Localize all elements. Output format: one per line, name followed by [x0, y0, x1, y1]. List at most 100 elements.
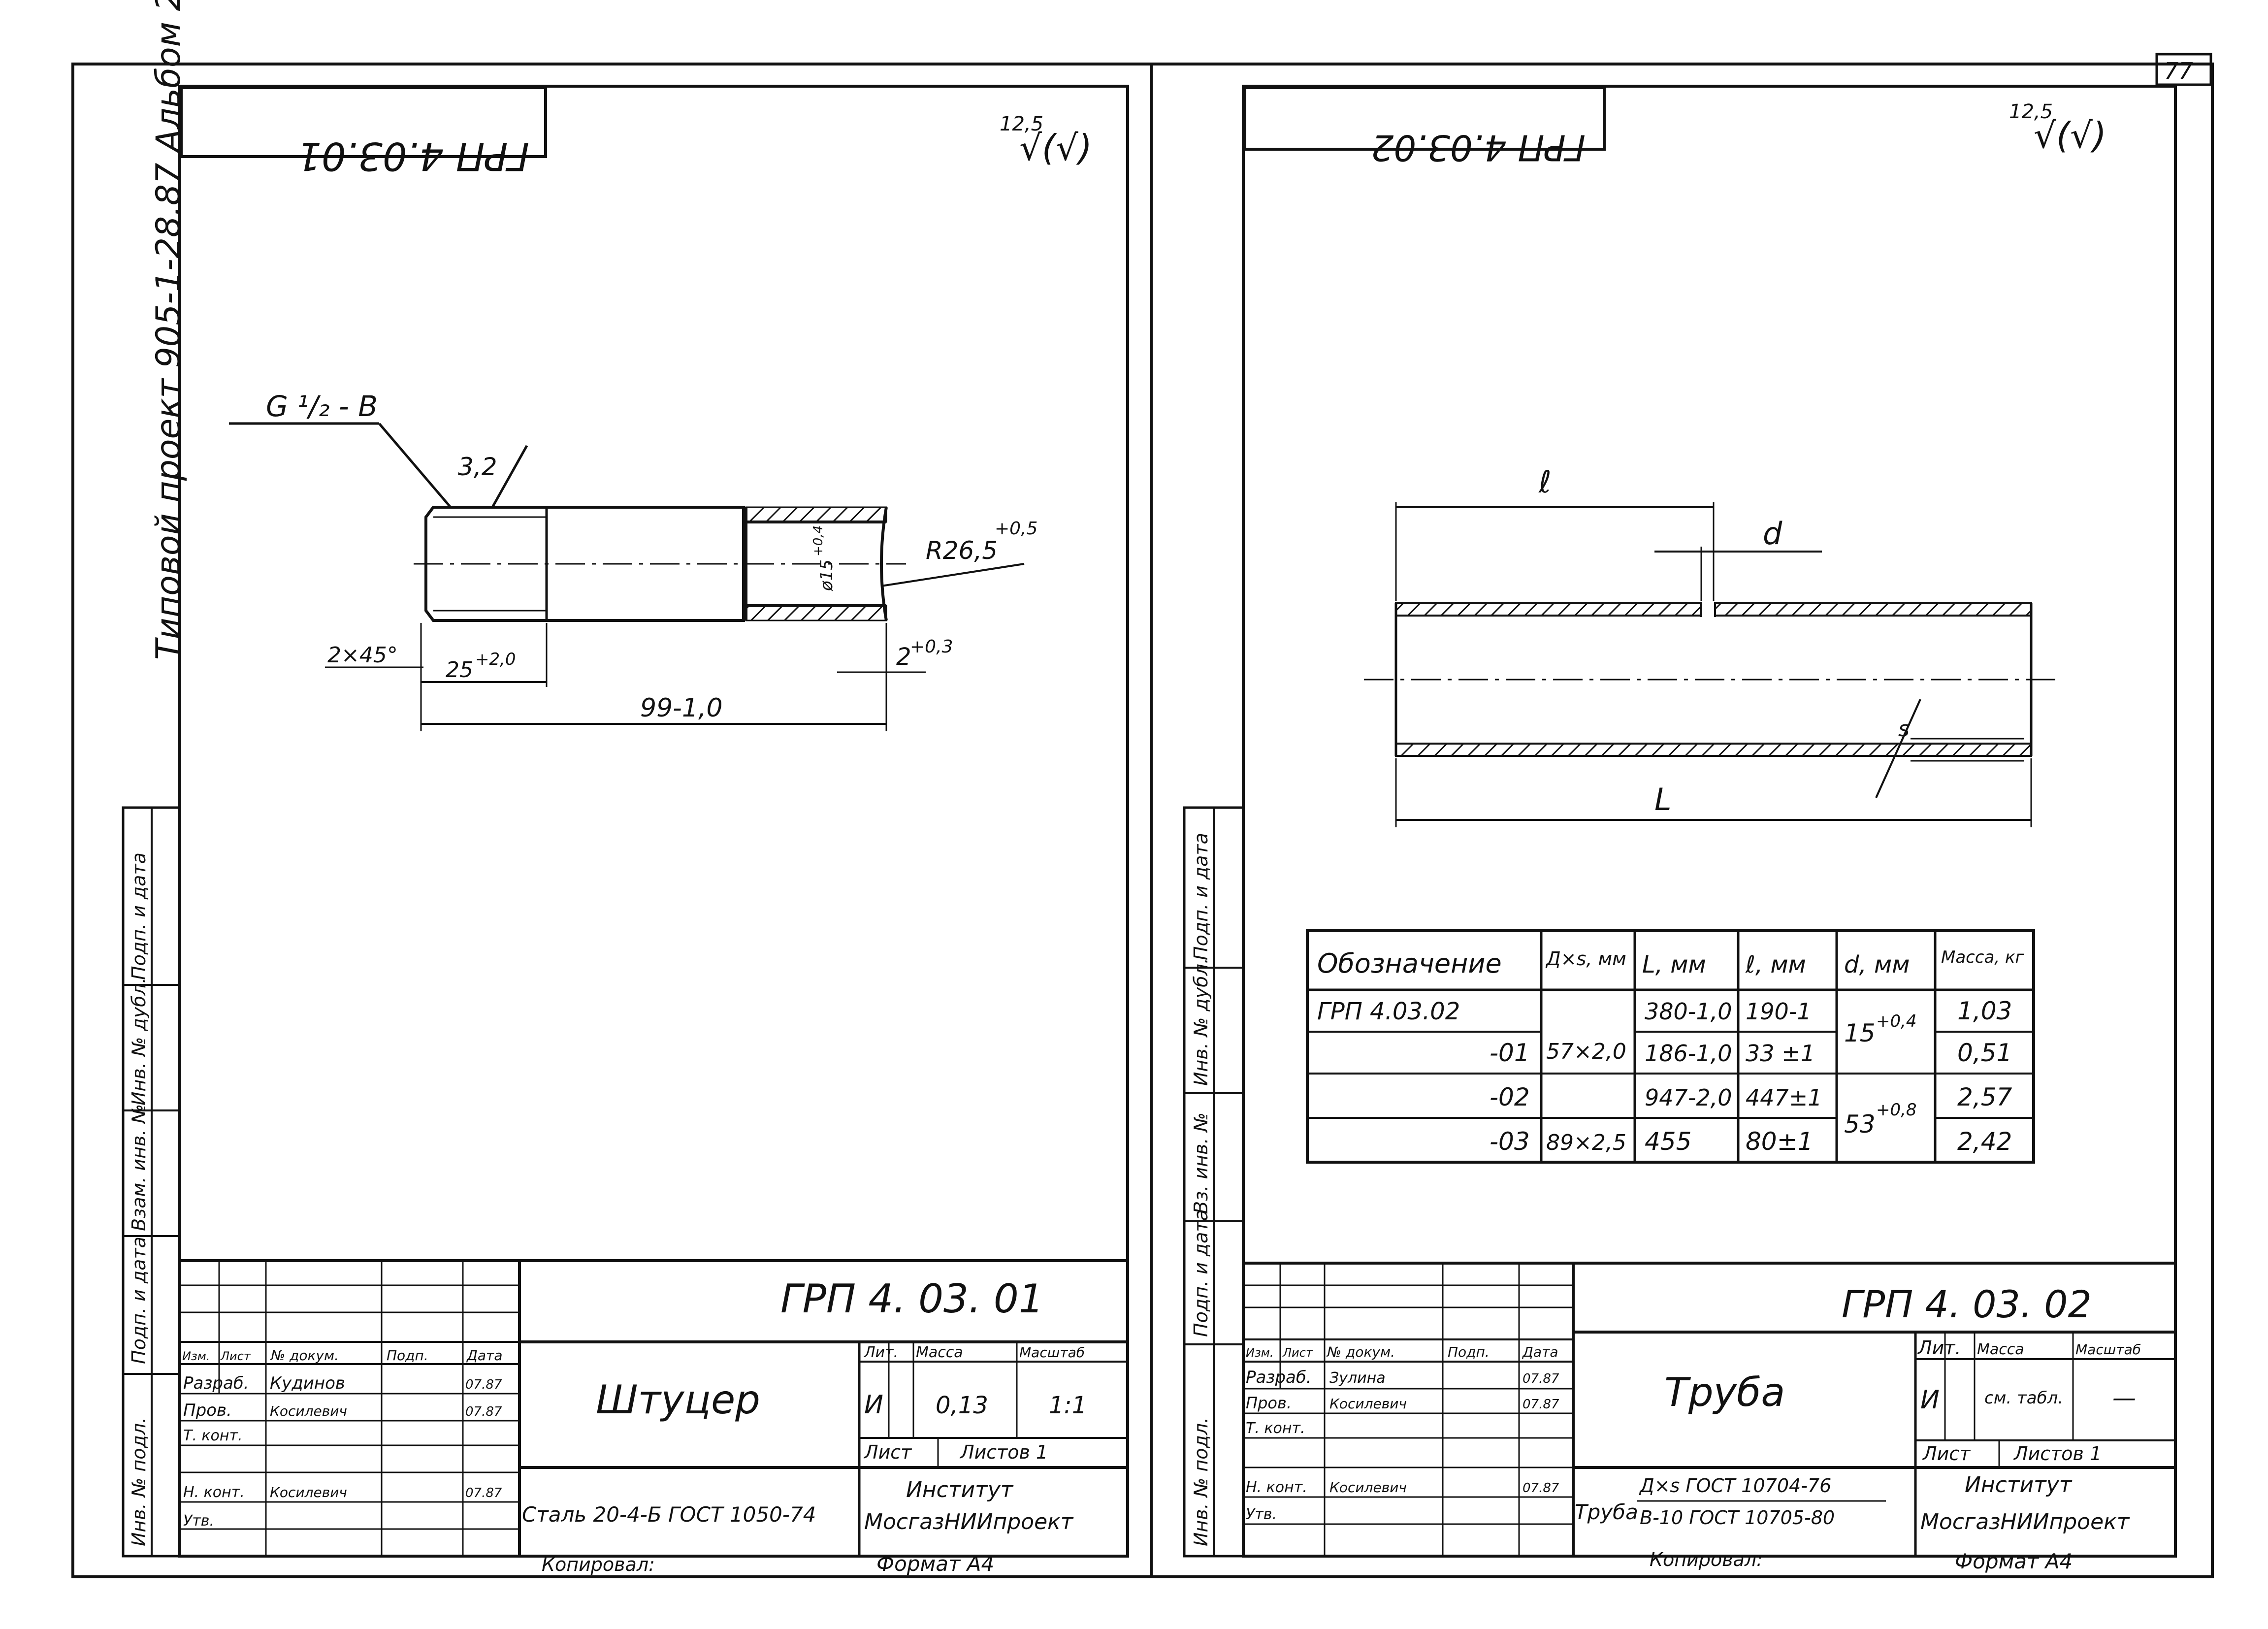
right-stamp-code: ГРП 4. 03. 02	[1842, 1282, 2092, 1326]
row-date: 07.87	[465, 1486, 502, 1500]
length-total: 99-1,0	[640, 693, 723, 723]
table-cell: 447±1	[1746, 1084, 1822, 1111]
side-label-vzam-inv: Взам. инв. №	[128, 1104, 150, 1231]
left-stamp-code: ГРП 4. 03. 01	[780, 1276, 1044, 1322]
col-date: Дата	[1522, 1344, 1558, 1360]
sheets-label: Листов 1	[2013, 1443, 2102, 1465]
thread-label: G ¹/₂ - B	[266, 390, 378, 423]
col-doc: № докум.	[1326, 1344, 1395, 1360]
table-header: Д×s, мм	[1545, 948, 1626, 970]
right-top-code-box	[1243, 86, 1606, 151]
sheet-number: 77	[2164, 58, 2193, 84]
table-cell: 33 ±1	[1746, 1040, 1815, 1067]
row-name: Косилевич	[270, 1484, 347, 1500]
pipe-drawing: ℓ d L s	[1364, 464, 2058, 827]
table-cell: -02	[1490, 1083, 1530, 1111]
row-role: Разраб.	[1246, 1368, 1312, 1387]
lit-value: И	[864, 1390, 883, 1420]
material-prefix: Труба	[1575, 1500, 1638, 1524]
right-roughness-value: 12,5	[2009, 100, 2053, 123]
lit-value: И	[1920, 1385, 1940, 1415]
length-thread-tolerance: +2,0	[475, 650, 516, 669]
side-label-vz-inv: Вз. инв. №	[1190, 1112, 1212, 1214]
row-role: Утв.	[183, 1512, 214, 1530]
length-end: 2	[896, 643, 911, 671]
table-cell: 947-2,0	[1645, 1084, 1732, 1111]
left-stamp-title: Штуцер	[596, 1377, 760, 1423]
chamfer-label: 2×45°	[327, 643, 398, 668]
right-inner-frame	[1242, 85, 2177, 1558]
row-date: 07.87	[465, 1404, 502, 1419]
row-name: Косилевич	[270, 1403, 347, 1419]
left-format: Формат А4	[876, 1552, 994, 1576]
side-label-podp-data: Подп. и дата	[128, 1237, 150, 1364]
row-role: Н. конт.	[183, 1484, 245, 1501]
left-inner-frame	[178, 85, 1129, 1558]
bore-tolerance: +0,4	[811, 525, 826, 556]
right-sheet: ГРП 4.03.02 12,5 √(√) Инв. № подл. Подп.…	[1183, 85, 2177, 1573]
row-name: Косилевич	[1329, 1479, 1407, 1496]
right-top-code: ГРП 4.03.02	[1371, 127, 1586, 168]
table-cell: 455	[1645, 1127, 1691, 1156]
right-copied: Копировал:	[1650, 1549, 1763, 1570]
dim-L: L	[1654, 782, 1672, 817]
side-label-inv-dubl: Инв. № дубл.	[128, 977, 150, 1106]
lit-label: Лит.	[864, 1344, 898, 1361]
side-label-podp-data: Подп. и дата	[1190, 1209, 1212, 1337]
dim-d: d	[1763, 516, 1782, 552]
roughness-mark: 3,2	[458, 453, 497, 481]
length-thread: 25	[446, 657, 473, 683]
side-label-inv-dubl: Инв. № дубл.	[1190, 958, 1212, 1086]
org-line-1: Институт	[906, 1477, 1014, 1502]
dim-l: ℓ	[1538, 464, 1552, 500]
left-roughness-symbol: √(√)	[1019, 127, 1092, 168]
org-line-2: МосгазНИИпроект	[1920, 1509, 2130, 1534]
row-role: Т. конт.	[183, 1427, 243, 1444]
right-roughness-symbol: √(√)	[2034, 115, 2106, 156]
row-date: 07.87	[1523, 1481, 1559, 1496]
material-top: Д×s ГОСТ 10704-76	[1639, 1475, 1831, 1497]
col-sign: Подп.	[387, 1347, 428, 1364]
right-stamp-title: Труба	[1664, 1369, 1785, 1415]
radius-label: R26,5	[926, 536, 998, 565]
material: Сталь 20-4-Б ГОСТ 1050-74	[522, 1502, 816, 1527]
row-name: Зулина	[1329, 1369, 1386, 1387]
side-label-inv-podl: Инв. № подл.	[1190, 1417, 1212, 1546]
sheets-label: Листов 1	[959, 1441, 1048, 1463]
row-role: Разраб.	[183, 1373, 249, 1393]
left-top-code-box	[180, 86, 547, 158]
col-izm: Изм.	[182, 1349, 210, 1363]
col-sign: Подп.	[1448, 1344, 1490, 1360]
table-cell-d-tol: +0,4	[1876, 1011, 1917, 1031]
row-role: Н. конт.	[1246, 1479, 1307, 1496]
table-cell: 80±1	[1746, 1127, 1813, 1156]
table-header: Обозначение	[1317, 948, 1502, 979]
right-title-block: ГРП 4. 03. 02 Труба Изм. Лист № докум. П…	[1242, 1262, 2177, 1558]
org-line-2: МосгазНИИпроект	[864, 1509, 1074, 1534]
mass-label: Масса	[1977, 1341, 2024, 1358]
row-date: 07.87	[465, 1377, 502, 1392]
scale-label: Масштаб	[2075, 1341, 2141, 1358]
table-cell-dxs: 89×2,5	[1546, 1130, 1626, 1155]
pipe-table: Обозначение Д×s, мм L, мм ℓ, мм d, мм Ма…	[1306, 929, 2035, 1164]
sheet-label: Лист	[863, 1441, 912, 1463]
table-cell-d: 53	[1844, 1110, 1876, 1139]
table-cell: 380-1,0	[1645, 998, 1732, 1025]
table-cell: 1,03	[1957, 997, 2012, 1025]
left-roughness-value: 12,5	[1000, 113, 1043, 135]
bore-label: ø15	[817, 559, 837, 591]
col-date: Дата	[466, 1347, 503, 1364]
side-label-podp-data-2: Подп. и дата	[1190, 833, 1212, 960]
side-label-inv-podl: Инв. № подл.	[128, 1417, 150, 1546]
lit-label: Лит.	[1917, 1337, 1961, 1359]
table-cell: ГРП 4.03.02	[1317, 998, 1460, 1025]
row-date: 07.87	[1523, 1397, 1559, 1412]
org-line-1: Институт	[1965, 1472, 2073, 1498]
scale-value: 1:1	[1049, 1392, 1087, 1419]
mass-label: Масса	[916, 1344, 963, 1361]
row-role: Т. конт.	[1246, 1420, 1305, 1437]
table-header: d, мм	[1844, 951, 1910, 978]
table-cell: 0,51	[1957, 1039, 2012, 1067]
row-name: Косилевич	[1329, 1396, 1407, 1412]
col-izm: Изм.	[1246, 1346, 1273, 1360]
